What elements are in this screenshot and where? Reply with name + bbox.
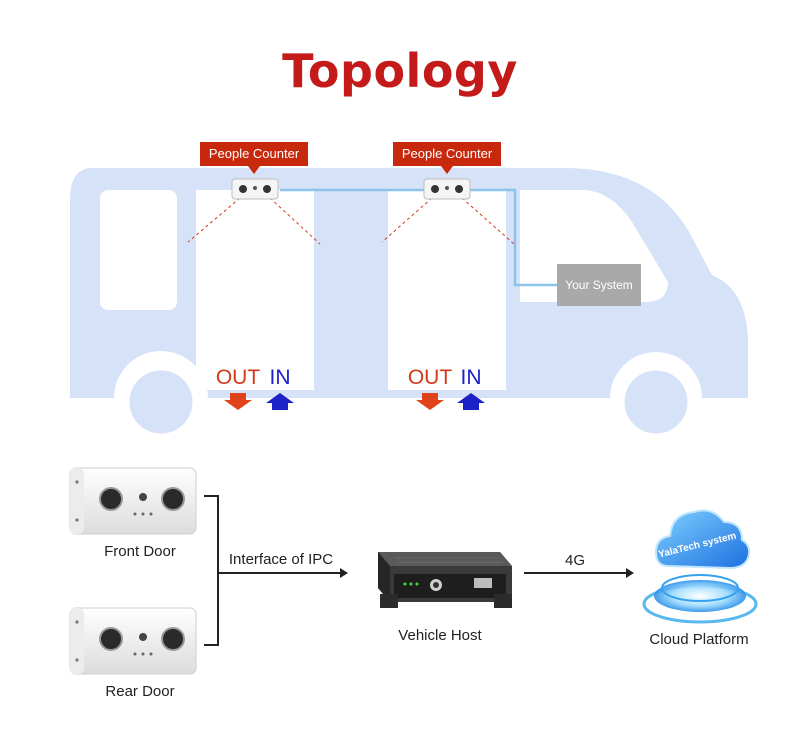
your-system-label: Your System [565,278,633,292]
people-counter-badge-rear: People Counter [393,142,501,174]
bus-door-rear [388,190,506,390]
ipc-connector-lines [204,495,340,646]
bus-rear-window [100,190,177,310]
front-door-label: Front Door [104,543,176,560]
detection-cone-rear [381,197,515,245]
page-title: Topology [282,44,518,98]
vehicle-host-label: Vehicle Host [398,627,482,644]
front-door-camera [69,467,197,535]
your-system-box: Your System [557,264,641,306]
people-counter-label: People Counter [209,146,300,161]
bus-wheel-front [615,361,697,443]
cloud-icon [654,509,751,570]
out-arrow-icon [224,393,444,410]
link-label: 4G [565,552,585,569]
rear-door-camera [69,607,197,675]
bus-illustration [70,168,748,443]
detection-cone-front [187,197,321,245]
cloud-platform-logo: YalaTech system [642,509,758,624]
out-label: OUT [216,366,261,389]
rear-door-label: Rear Door [105,683,175,700]
people-counter-sensor-front [231,178,279,200]
arrow-right-icon [340,568,348,578]
in-label: IN [461,366,482,389]
interface-label: Interface of IPC [229,551,333,568]
people-counter-sensor-rear [423,178,471,200]
people-counter-label: People Counter [402,146,493,161]
vehicle-host-device [378,552,512,608]
cloud-platform-label: Cloud Platform [649,631,749,648]
arrow-right-icon [626,568,634,578]
people-counter-badge-front: People Counter [200,142,308,174]
bus-wheel-rear [120,361,202,443]
in-arrow-icon [266,393,485,410]
data-cable [280,188,557,287]
bus-door-front [196,190,314,390]
in-label: IN [270,366,291,389]
out-label: OUT [408,366,453,389]
